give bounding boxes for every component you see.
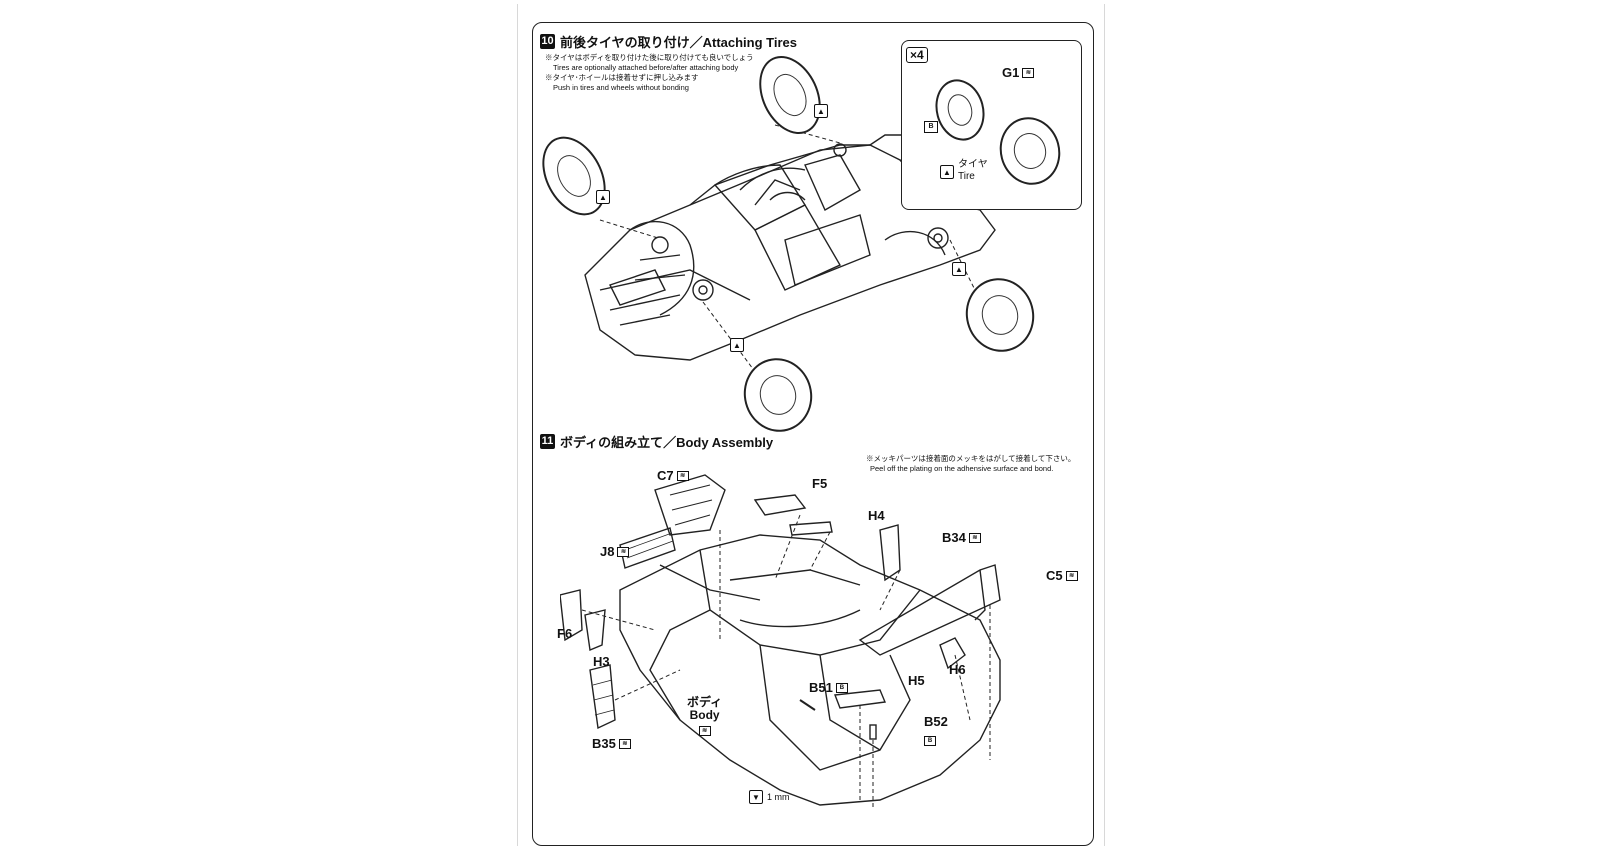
- hub-part-icon: B: [835, 682, 848, 693]
- inset-hub-part: B: [924, 121, 938, 133]
- step11-title: 11 ボディの組み立て／Body Assembly: [540, 432, 773, 451]
- label-b35: B35 ≋: [592, 736, 631, 751]
- label-j8-text: J8: [600, 544, 615, 559]
- step11-note-2: Peel off the plating on the adhensive su…: [870, 464, 1054, 473]
- label-c7-text: C7: [657, 468, 674, 483]
- hub-part-icon: B: [924, 736, 936, 746]
- label-h4: H4: [868, 508, 885, 523]
- plated-part-icon: ≋: [968, 532, 981, 543]
- label-c5-text: C5: [1046, 568, 1063, 583]
- tire-rubber-icon: ▲: [940, 165, 954, 179]
- step10-note-3: ※タイヤ･ホイールは接着せずに押し込みます: [545, 73, 699, 82]
- label-body-en: Body: [689, 708, 720, 722]
- label-c7: C7 ≋: [657, 468, 689, 483]
- inset-tire-label-jp: タイヤ: [958, 159, 988, 170]
- step11-notes: ※メッキパーツは接着面のメッキをはがして接着して下さい。 Peel off th…: [866, 454, 1075, 474]
- step10-note-1: ※タイヤはボディを取り付けた後に取り付けても良いでしょう: [545, 53, 754, 62]
- step11-body-drawing: [560, 474, 1001, 810]
- inset-wheel-detail: ×4 G1 ≋ B ▲ タイヤ Tire: [901, 40, 1082, 210]
- inset-multiplier: ×4: [906, 47, 928, 63]
- label-h3-text: H3: [593, 654, 610, 669]
- label-body: ボディ Body ≋: [687, 696, 722, 736]
- inset-tire-label: タイヤ Tire: [958, 159, 988, 183]
- label-b35-text: B35: [592, 736, 616, 751]
- step10-number: 10: [540, 34, 555, 49]
- inset-tire: [992, 110, 1068, 192]
- label-h6-text: H6: [949, 662, 966, 677]
- step11-title-text: ボディの組み立て／Body Assembly: [560, 435, 774, 450]
- label-h4-text: H4: [868, 508, 885, 523]
- step10-title: 10 前後タイヤの取り付け／Attaching Tires: [540, 32, 797, 51]
- step10-note-4: Push in tires and wheels without bonding: [553, 83, 689, 92]
- label-g1: G1 ≋: [1002, 65, 1035, 80]
- step11-number: 11: [540, 434, 555, 449]
- label-b52-text: B52: [924, 714, 948, 729]
- label-b52: B52 B: [924, 714, 948, 747]
- tire-rubber-icon: ▲: [730, 338, 744, 352]
- label-f5: F5: [812, 476, 827, 491]
- label-h5-text: H5: [908, 673, 925, 688]
- drill-note: ▼ 1 mm: [749, 790, 790, 804]
- label-f6: F6: [557, 626, 572, 641]
- label-b34: B34 ≋: [942, 530, 981, 545]
- label-b51-text: B51: [809, 680, 833, 695]
- drill-icon: ▼: [749, 790, 763, 804]
- label-f5-text: F5: [812, 476, 828, 491]
- label-g1-text: G1: [1002, 65, 1020, 80]
- inset-wheel: [928, 73, 992, 147]
- instruction-frame: [532, 22, 1094, 846]
- label-b34-text: B34: [942, 530, 966, 545]
- inset-tire-label-en: Tire: [958, 171, 975, 182]
- label-b51: B51 B: [809, 680, 848, 695]
- plated-part-icon: ≋: [698, 726, 711, 736]
- plated-part-icon: ≋: [676, 470, 689, 481]
- plated-part-icon: ≋: [617, 546, 630, 557]
- label-h6: H6: [949, 662, 966, 677]
- tire-rubber-icon: ▲: [814, 104, 828, 118]
- tire-rubber-icon: ▲: [952, 262, 966, 276]
- label-f6-text: F6: [557, 626, 573, 641]
- label-h3: H3: [593, 654, 610, 669]
- step10-note-2: Tires are optionally attached before/aft…: [553, 63, 739, 72]
- plated-part-icon: ≋: [1022, 67, 1035, 78]
- plated-part-icon: ≋: [618, 738, 631, 749]
- step10-title-text: 前後タイヤの取り付け／Attaching Tires: [560, 35, 797, 50]
- plated-part-icon: ≋: [1065, 570, 1078, 581]
- tire-rubber-icon: ▲: [596, 190, 610, 204]
- drill-size: 1 mm: [767, 792, 790, 802]
- label-body-jp: ボディ: [687, 695, 723, 709]
- label-h5: H5: [908, 673, 925, 688]
- step10-car-drawing: [584, 124, 996, 386]
- step10-notes: ※タイヤはボディを取り付けた後に取り付けても良いでしょう Tires are o…: [545, 53, 754, 93]
- label-c5: C5 ≋: [1046, 568, 1078, 583]
- label-j8: J8 ≋: [600, 544, 630, 559]
- step11-note-1: ※メッキパーツは接着面のメッキをはがして接着して下さい。: [866, 454, 1076, 463]
